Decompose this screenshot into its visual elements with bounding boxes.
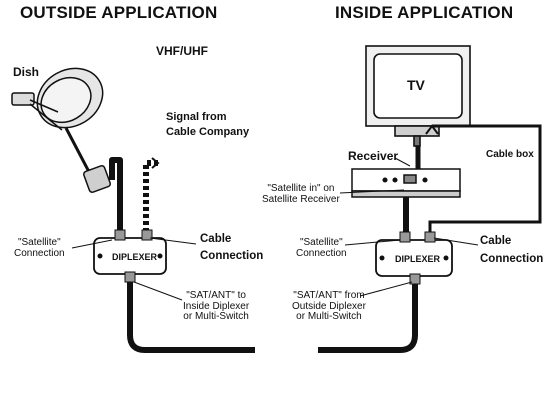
cable-box-line [428, 124, 542, 232]
satellite-in-label: "Satellite in" on Satellite Receiver [262, 183, 340, 205]
outside-title: OUTSIDE APPLICATION [20, 3, 218, 22]
inside-satant-label: "SAT/ANT" from Outside Diplexer or Multi… [292, 290, 366, 322]
inside-leaders [339, 157, 479, 297]
outside-satellite-connection-label: "Satellite" Connection [14, 237, 65, 259]
outside-diplexer [93, 229, 167, 283]
outside-leaders [71, 237, 197, 301]
dish-label: Dish [13, 65, 40, 79]
outside-diplexer-label: DIPLEXER [112, 252, 158, 262]
inside-diplexer [375, 231, 453, 285]
inside-satellite-connection-label: "Satellite" Connection [296, 237, 347, 259]
tv [365, 45, 471, 147]
receiver [351, 168, 461, 198]
dish-cable [109, 157, 123, 236]
signal-from-cable-label: Signal from Cable Company [166, 111, 250, 138]
receiver-label: Receiver [348, 149, 399, 163]
outside-satant-label: "SAT/ANT" to Inside Diplexer or Multi-Sw… [183, 290, 250, 322]
vhf-uhf-label: VHF/UHF [156, 44, 208, 58]
inside-title: INSIDE APPLICATION [335, 3, 514, 22]
satellite-dish [11, 67, 112, 194]
cable-company-line [143, 160, 158, 236]
cable-box-label: Cable box [486, 149, 534, 160]
outside-output-cable [127, 282, 255, 353]
tv-label: TV [407, 77, 425, 93]
inside-diplexer-label: DIPLEXER [395, 254, 441, 264]
outside-cable-connection-label: Cable Connection [200, 233, 264, 263]
inside-input-cable [318, 284, 418, 353]
inside-cable-connection-label: Cable Connection [480, 235, 544, 266]
